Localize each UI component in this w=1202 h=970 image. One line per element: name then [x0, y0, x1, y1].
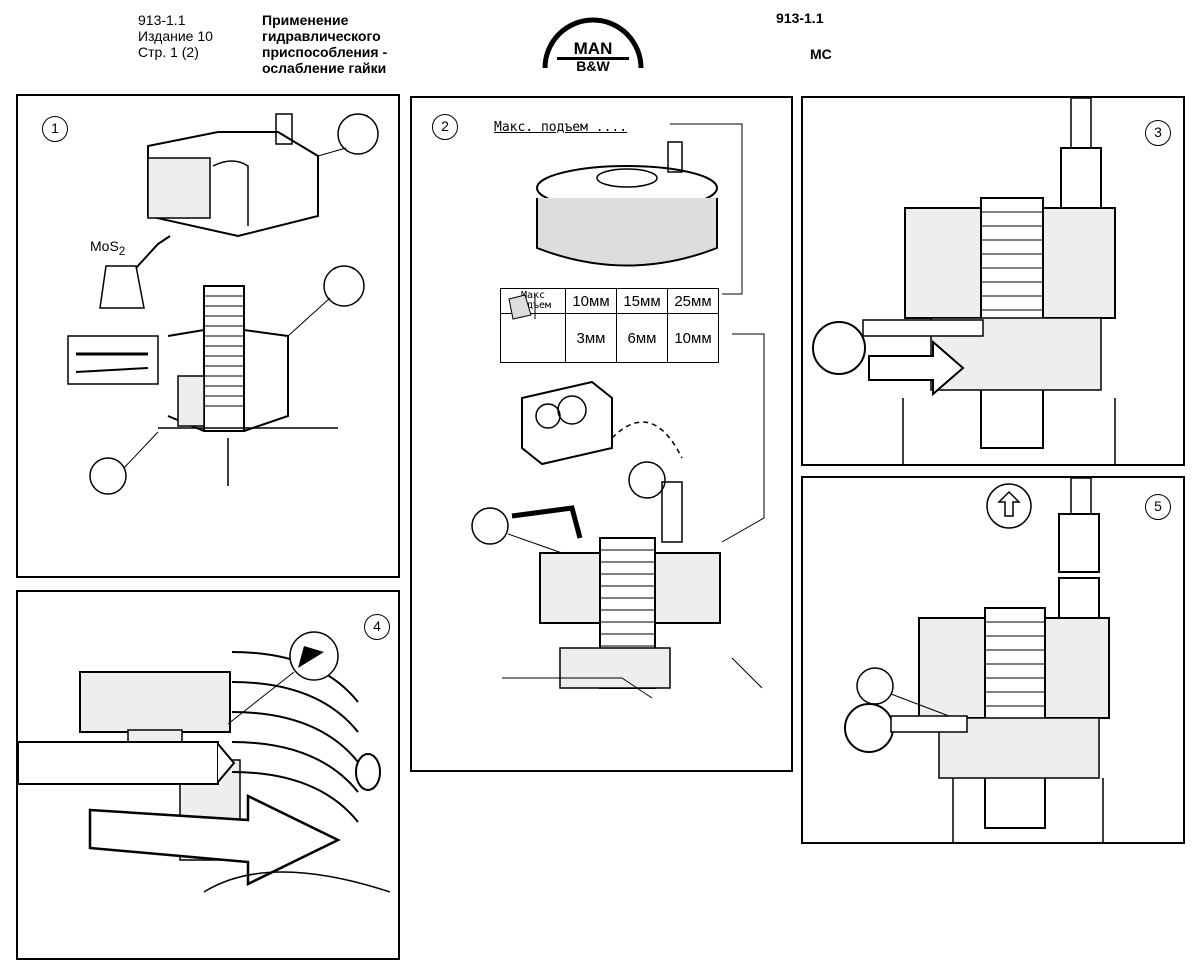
- panel-2: 2 Макс. подъем ....: [410, 96, 793, 772]
- table-row: Макс подъем 10мм 15мм 25мм: [500, 288, 719, 314]
- panel-5: 5: [801, 476, 1185, 844]
- lift-gauge-icon: [507, 293, 535, 320]
- panel-1: 1 MoS2: [16, 94, 400, 578]
- table-row: 3мм 6мм 10мм: [500, 293, 719, 363]
- doc-page: Стр. 1 (2): [138, 44, 199, 60]
- table-value-cell: 6мм: [616, 313, 668, 363]
- max-lift-label: Макс. подъем ....: [494, 120, 628, 135]
- title-line-3: приспособления -: [262, 44, 388, 60]
- table-size-cell: 25мм: [667, 288, 719, 314]
- title-line-2: гидравлического: [262, 28, 381, 44]
- lubricant-label: MoS2: [90, 238, 125, 258]
- right-doc-sub: MC: [810, 46, 832, 62]
- panel-4-illustration: [18, 631, 391, 893]
- logo-top-text: MAN: [574, 39, 613, 58]
- table-value-cell: 3мм: [565, 313, 617, 363]
- doc-meta: 913-1.1 Издание 10 Стр. 1 (2): [138, 12, 213, 60]
- lubricant-subscript: 2: [118, 244, 126, 258]
- table-value-cell: 10мм: [667, 313, 719, 363]
- doc-edition: Издание 10: [138, 28, 213, 44]
- panel-4: 4: [16, 590, 400, 960]
- panel-5-illustration: [844, 478, 1110, 842]
- step-number-1: 1: [42, 116, 68, 142]
- logo-bottom-text: B&W: [576, 58, 610, 72]
- right-doc-code: 913-1.1: [776, 10, 824, 26]
- step-number-5: 5: [1145, 494, 1171, 520]
- max-lift-table: Макс подъем 10мм 15мм 25мм 3мм 6мм 10мм: [500, 288, 719, 363]
- panel-1-illustration: [67, 113, 379, 495]
- title-line-1: Применение: [262, 12, 349, 28]
- lubricant-formula: MoS: [90, 238, 119, 254]
- step-number-4: 4: [364, 614, 390, 640]
- panel-3-illustration: [812, 98, 1116, 464]
- panel-2-illustration: [471, 123, 765, 699]
- doc-title: Применение гидравлического приспособлени…: [262, 12, 387, 76]
- doc-code: 913-1.1: [138, 12, 186, 28]
- table-lift-icon-cell: [500, 293, 566, 363]
- panel-3: 3: [801, 96, 1185, 466]
- table-size-cell: 15мм: [616, 288, 668, 314]
- step-number-2: 2: [432, 114, 458, 140]
- table-size-cell: 10мм: [565, 288, 617, 314]
- title-line-4: ослабление гайки: [262, 60, 387, 76]
- man-bw-logo: MAN B&W: [542, 17, 644, 72]
- step-number-3: 3: [1145, 120, 1171, 146]
